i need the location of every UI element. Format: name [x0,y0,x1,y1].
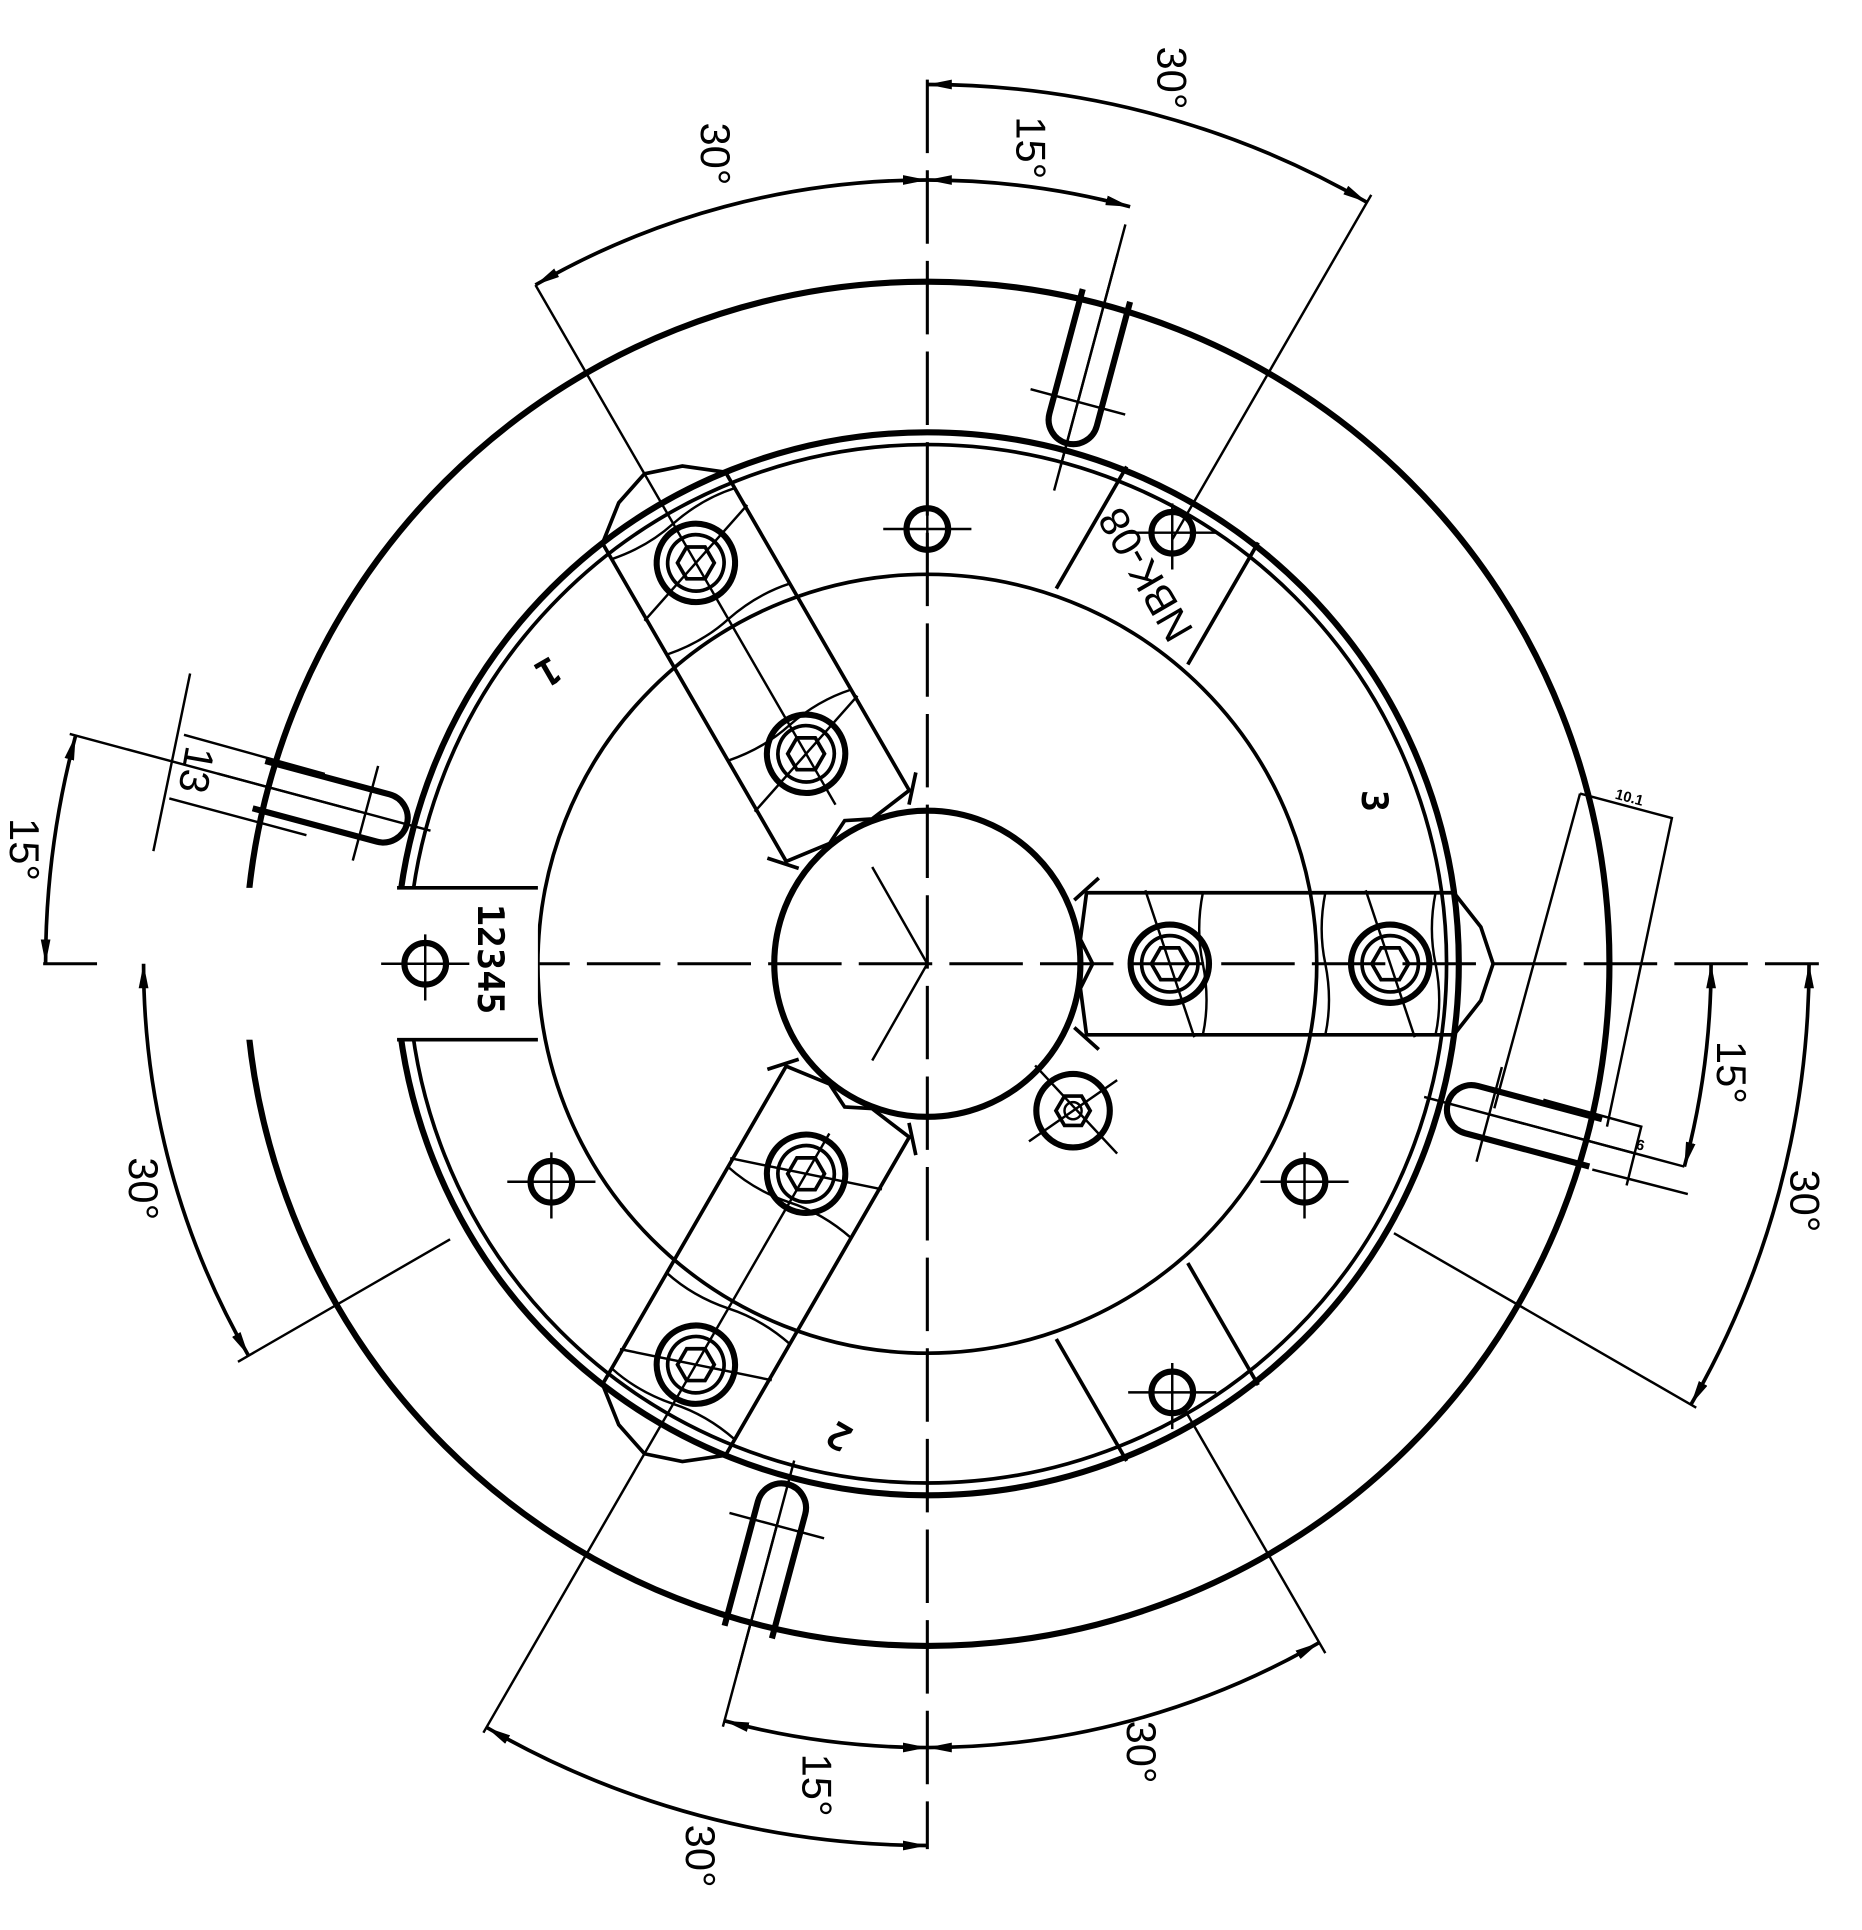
jaw-number-1: 1 [528,647,569,695]
dimension-arc [138,963,251,1357]
bolt-hole [507,1152,596,1219]
dim-left-30: 30° [120,1157,167,1220]
serial-marking: 12345 [469,904,512,1015]
jaw-number-3: 3 [1353,790,1396,812]
dimension-arc [1682,963,1716,1168]
jaw-number-2: 2 [819,1412,860,1460]
dim-right-slot-small: 6 [1634,1137,1646,1155]
dim-top-left-30: 30° [692,122,739,185]
bore-mark [871,866,929,1062]
extension-line [1183,1408,1327,1654]
dim-top-right-30: 30° [1149,47,1196,110]
extension-line [1052,224,1127,491]
bolt-hole [381,934,470,1001]
lower-right-block [1054,1262,1260,1462]
extension-line [721,1519,780,1728]
dim-bottom-15: 15° [793,1754,840,1817]
bolt-hole [883,499,972,566]
bolt-hole [1260,1152,1349,1219]
dimension-arc [485,1725,928,1851]
small-bolt [1028,1064,1119,1155]
dim-left-15: 15° [1,818,48,881]
extension-line [482,1132,831,1734]
dim-bottom-right-30: 30° [1118,1721,1165,1784]
dimension-arc [927,1640,1321,1753]
extension-line [1393,1232,1697,1409]
extension-line [1171,194,1373,541]
dimension-arc [1689,963,1814,1406]
dimension-arc [927,79,1368,204]
extension-line [237,1238,451,1363]
dimension-arc [40,735,78,964]
nbk-block [1054,465,1260,666]
bore-circle [771,807,1084,1120]
dim-left-slot-13: 13 [170,743,224,797]
chuck-jaw[interactable] [1073,876,1496,1051]
bolt-hole [1128,503,1217,570]
bolt-hole [1128,1363,1217,1430]
dim-top-15: 15° [1008,116,1055,179]
extension-line [534,284,837,806]
dimension-arc [534,175,928,287]
dim-right-slot-10-1: 10.1 [1613,787,1645,810]
dimension-arc [724,1719,928,1753]
part-code: NBK-08 [1089,500,1203,650]
dimension-arc [927,175,1131,209]
dim-bottom-left-30: 30° [677,1825,724,1888]
extension-line [1506,1117,1685,1168]
slot-width-dim-right [1493,792,1689,1196]
dim-right-15: 15° [1708,1041,1755,1104]
slot-width-dim-left [152,673,326,852]
dim-right-30: 30° [1782,1170,1829,1233]
extension-line [69,732,360,813]
